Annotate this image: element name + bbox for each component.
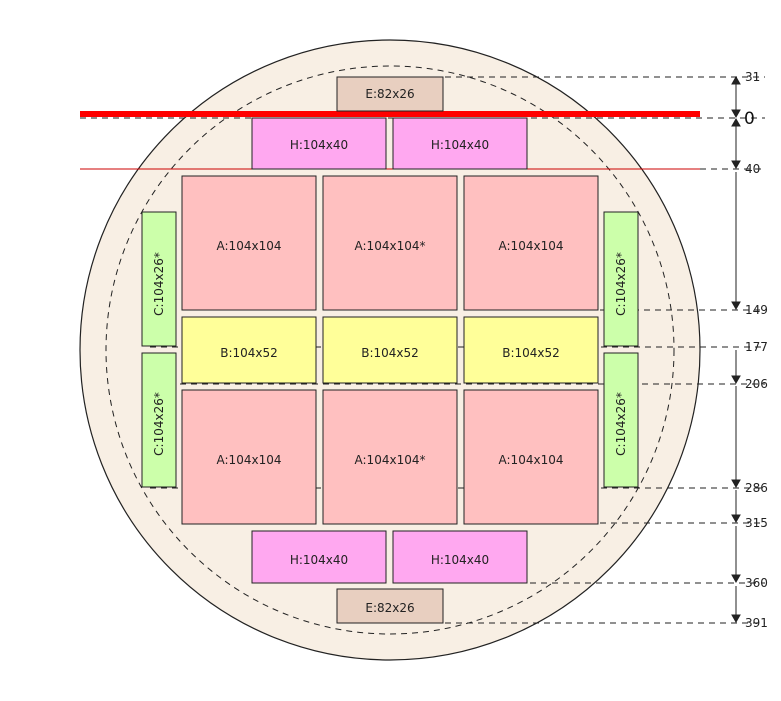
block-a-2 bbox=[322, 175, 458, 311]
block-a-6-label: A:104x104 bbox=[499, 453, 564, 467]
block-e-top-label: E:82x26 bbox=[365, 87, 414, 101]
dim-label-206: 206 bbox=[745, 377, 768, 391]
block-b-2-label: B:104x52 bbox=[361, 346, 419, 360]
block-a-6 bbox=[463, 389, 599, 525]
block-h-top-right-label: H:104x40 bbox=[431, 138, 489, 152]
block-a-5-label: A:104x104* bbox=[355, 453, 426, 467]
block-c-left-bottom-label: C:104x26* bbox=[152, 392, 166, 456]
block-h-bottom-right-label: H:104x40 bbox=[431, 553, 489, 567]
block-e-bottom-label: E:82x26 bbox=[365, 601, 414, 615]
dimension-arrows bbox=[731, 75, 741, 624]
block-c-right-top bbox=[603, 211, 639, 347]
block-h-top-left bbox=[251, 117, 387, 170]
block-c-right-bottom-label: C:104x26* bbox=[614, 392, 628, 456]
block-a-1 bbox=[181, 175, 317, 311]
block-c-left-bottom bbox=[141, 352, 177, 488]
dim-label-31: 31 bbox=[745, 70, 760, 84]
block-b-3-label: B:104x52 bbox=[502, 346, 560, 360]
block-h-bottom-right bbox=[392, 530, 528, 584]
block-b-1-label: B:104x52 bbox=[220, 346, 278, 360]
block-h-bottom-left bbox=[251, 530, 387, 584]
dim-label-0: 0 bbox=[744, 109, 755, 129]
block-h-top-right bbox=[392, 117, 528, 170]
block-e-top bbox=[336, 76, 444, 112]
wafer-usable-circle bbox=[105, 65, 675, 635]
block-b-2 bbox=[322, 316, 458, 384]
block-a-1-label: A:104x104 bbox=[217, 239, 282, 253]
dim-label-40: 40 bbox=[745, 162, 760, 176]
block-h-top-left-label: H:104x40 bbox=[290, 138, 348, 152]
block-a-5 bbox=[322, 389, 458, 525]
block-a-4-label: A:104x104 bbox=[217, 453, 282, 467]
block-c-right-top-label: C:104x26* bbox=[614, 252, 628, 316]
dim-label-391: 391 bbox=[745, 616, 768, 630]
dim-label-177: 177 bbox=[745, 340, 768, 354]
dim-label-286: 286 bbox=[745, 481, 768, 495]
dim-label-149: 149 bbox=[745, 303, 768, 317]
block-a-2-label: A:104x104* bbox=[355, 239, 426, 253]
dim-label-360: 360 bbox=[745, 576, 768, 590]
block-a-3 bbox=[463, 175, 599, 311]
dim-label-315: 315 bbox=[745, 516, 768, 530]
block-b-3 bbox=[463, 316, 599, 384]
block-c-right-bottom bbox=[603, 352, 639, 488]
block-a-4 bbox=[181, 389, 317, 525]
block-c-left-top-label: C:104x26* bbox=[152, 252, 166, 316]
block-c-left-top bbox=[141, 211, 177, 347]
block-h-bottom-left-label: H:104x40 bbox=[290, 553, 348, 567]
block-b-1 bbox=[181, 316, 317, 384]
block-e-bottom bbox=[336, 588, 444, 624]
block-a-3-label: A:104x104 bbox=[499, 239, 564, 253]
